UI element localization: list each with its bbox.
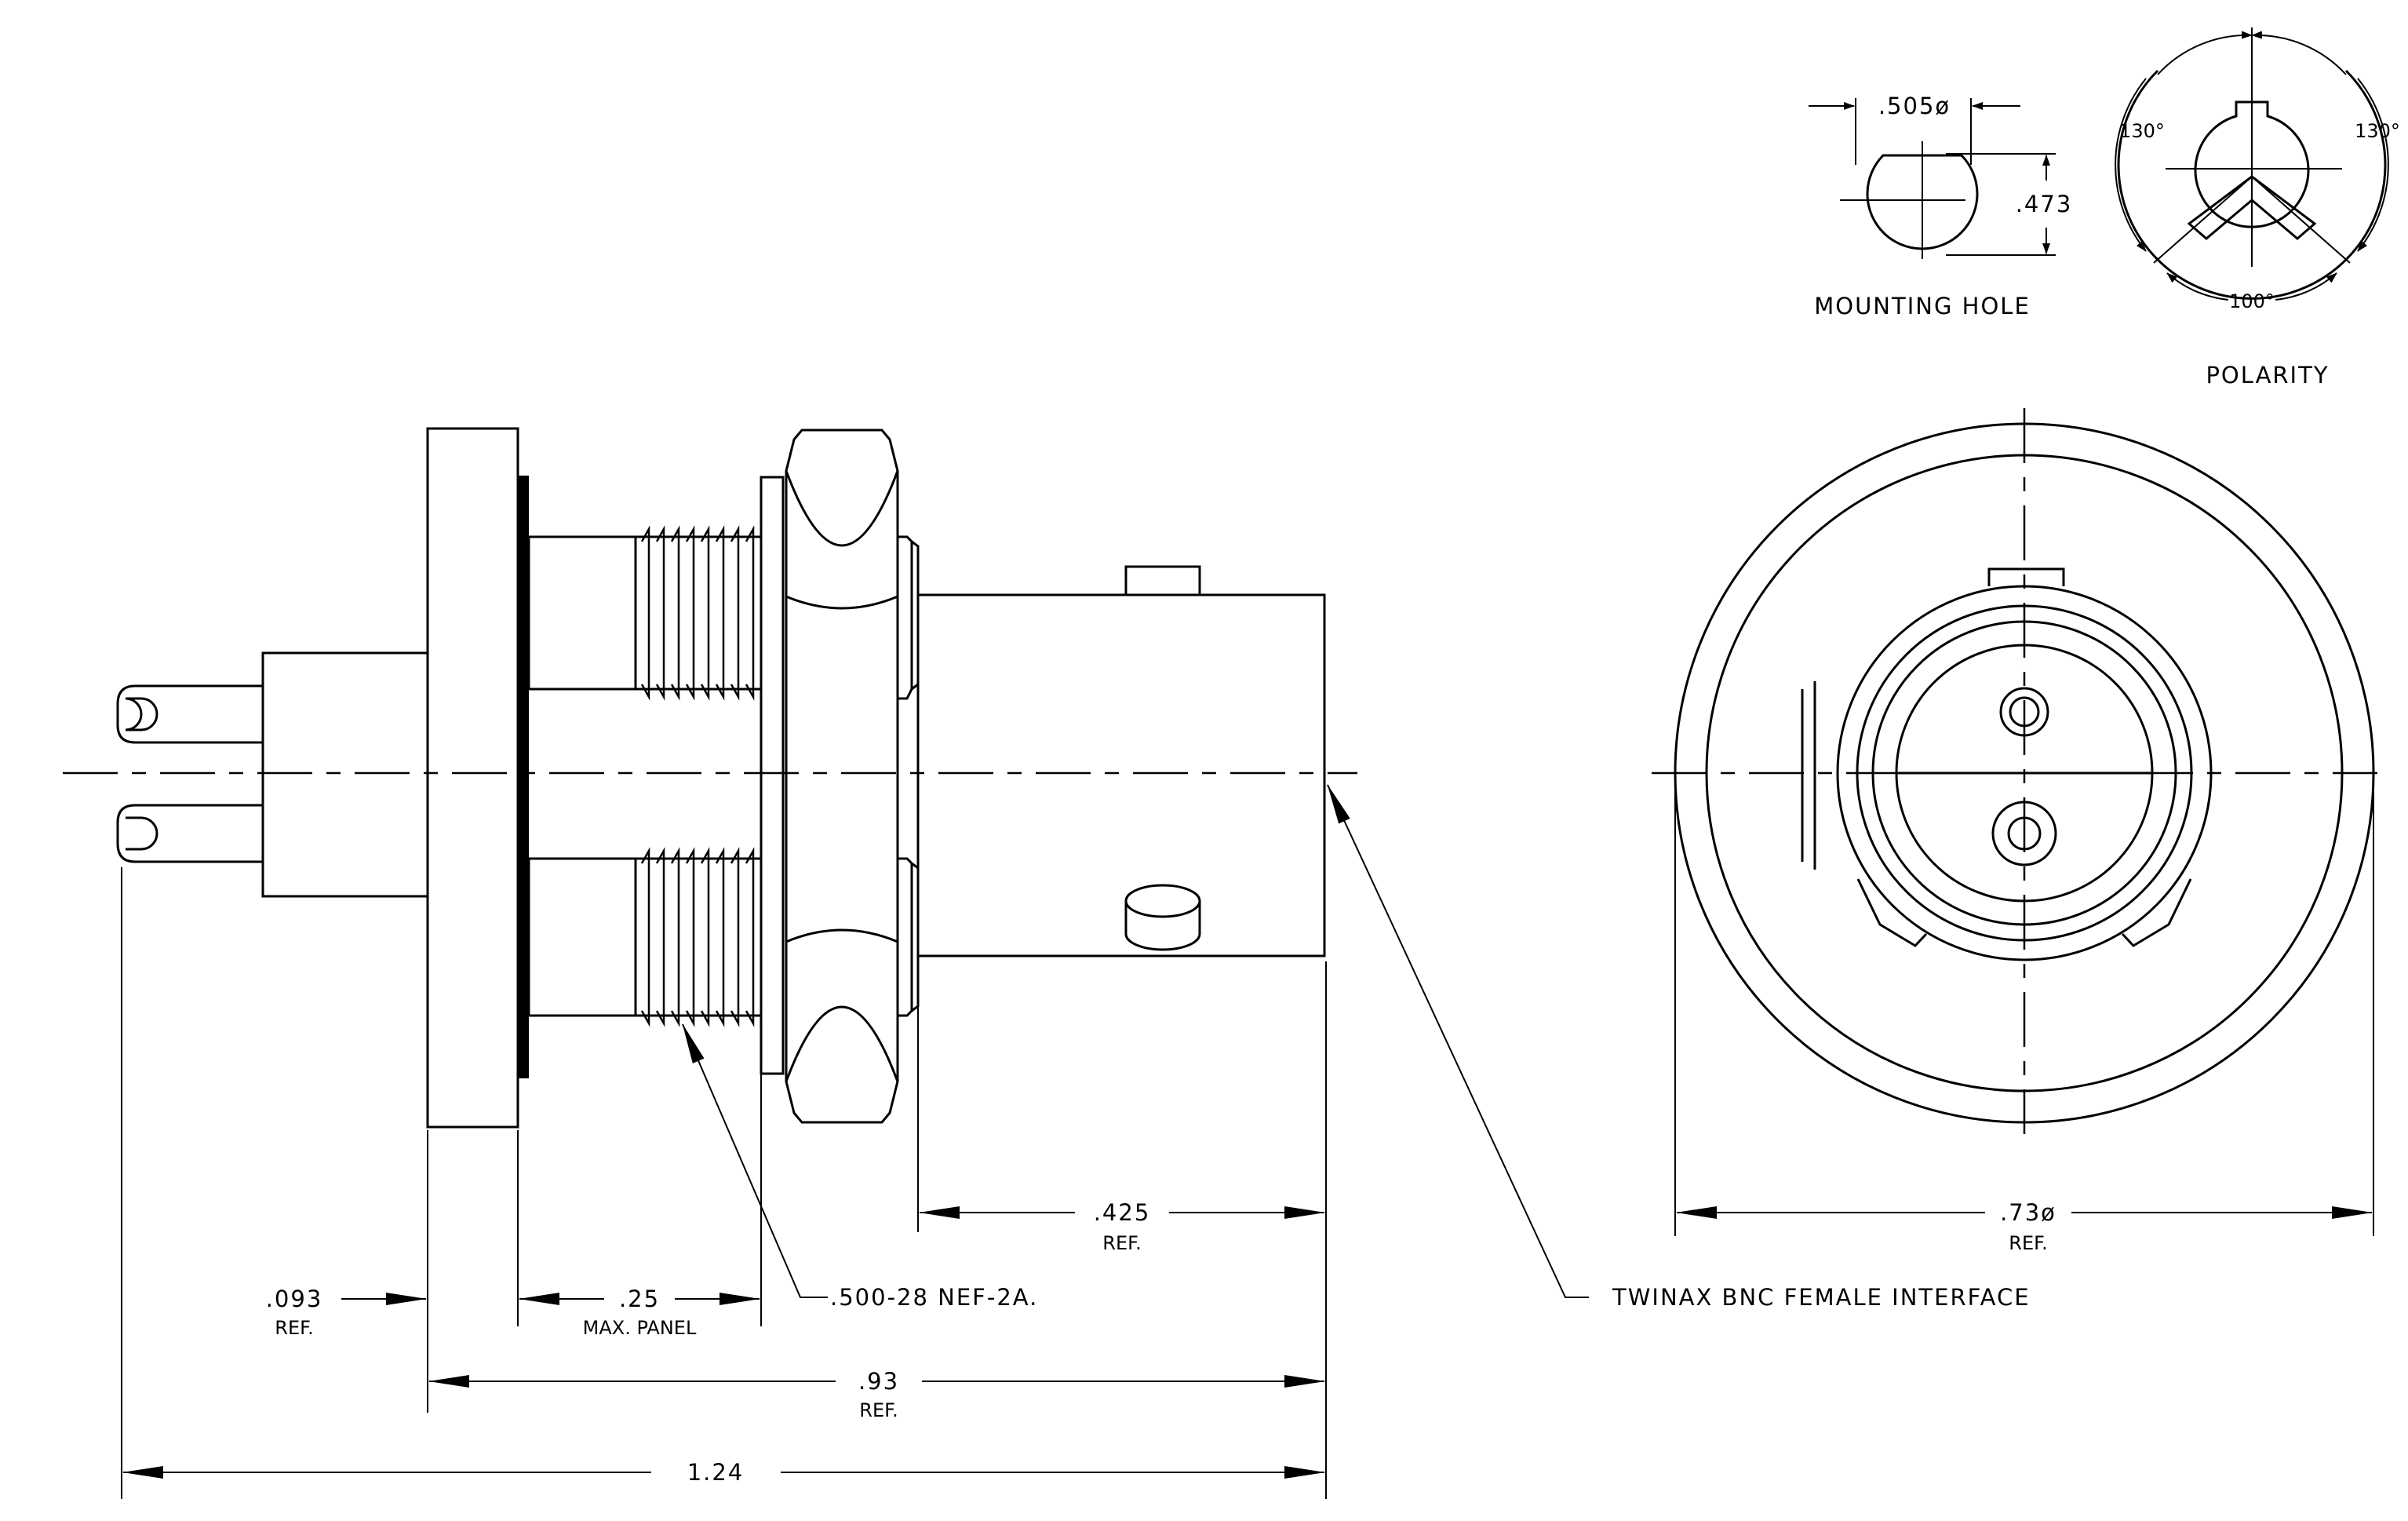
- threaded-barrel: [527, 525, 761, 1027]
- mounting-hole-title: MOUNTING HOLE: [1814, 293, 2031, 319]
- thread-ridge: [640, 525, 650, 701]
- rear-body: [261, 651, 429, 898]
- thread-ridge: [685, 525, 695, 701]
- thread-ridge: [730, 525, 740, 701]
- dim-mid-len: .93: [858, 1368, 899, 1395]
- thread-ridge: [640, 847, 650, 1027]
- front-thread: [898, 535, 920, 1017]
- thread-ridge: [655, 847, 665, 1027]
- thread-ridge: [700, 525, 710, 701]
- angle-right: 130°: [2355, 120, 2400, 142]
- side-view: [63, 427, 1357, 1129]
- dim-panel: .25: [619, 1286, 660, 1312]
- thread-ridge: [655, 525, 665, 701]
- dim-body-len: .425: [1094, 1199, 1151, 1226]
- outer-circle: [1674, 422, 2375, 1124]
- thread-ridge: [670, 847, 680, 1027]
- contact-bottom: [1991, 801, 2057, 866]
- dim-mid-len-ref: REF.: [859, 1399, 898, 1421]
- thread-ridge: [685, 847, 695, 1027]
- front-view: [1652, 408, 2377, 1134]
- lock-washer: [760, 476, 785, 1075]
- body-circle: [1705, 454, 2344, 1092]
- contact-top: [1999, 687, 2049, 737]
- thread-ridge: [730, 847, 740, 1027]
- thread-ridge: [745, 525, 755, 701]
- dim-flange-thk-ref: REF.: [275, 1317, 313, 1339]
- thread-ridge: [715, 525, 725, 701]
- bayonet-stud-top: [1124, 565, 1201, 596]
- interface-label: TWINAX BNC FEMALE INTERFACE: [1612, 1284, 2031, 1311]
- gasket: [518, 476, 529, 1078]
- solder-pins: [116, 684, 263, 863]
- thread-ridge: [715, 847, 725, 1027]
- dim-body-len-ref: REF.: [1102, 1232, 1141, 1254]
- dim-overall-len: 1.24: [687, 1459, 745, 1486]
- side-dimensions: .425 REF. .093 REF. .25 MAX. PANEL .500-…: [121, 784, 2031, 1499]
- flange: [426, 427, 519, 1129]
- bayonet-stud-side: [1124, 884, 1201, 951]
- angle-bottom: 100°: [2229, 290, 2275, 312]
- thread-ridge: [670, 525, 680, 701]
- thread-ridge: [700, 847, 710, 1027]
- bayonet-ring: [1836, 585, 2213, 961]
- dim-hole-dia: .505ø: [1878, 93, 1951, 119]
- dim-flange-thk: .093: [266, 1286, 323, 1312]
- mounting-hole-view: .505ø .473 MOUNTING HOLE: [1809, 93, 2073, 319]
- dim-panel-note: MAX. PANEL: [583, 1317, 697, 1339]
- dim-hole-flat: .473: [2016, 191, 2073, 217]
- front-dimensions: .73ø REF.: [1674, 781, 2374, 1254]
- thread-ridge: [745, 847, 755, 1027]
- front-barrel: [916, 593, 1326, 957]
- angle-left: 130°: [2119, 120, 2165, 142]
- polarity-title: POLARITY: [2206, 362, 2329, 388]
- dim-face-dia-ref: REF.: [2009, 1232, 2047, 1254]
- polarity-view: 130° 130° 100° POLARITY: [2115, 27, 2400, 388]
- dim-face-dia: .73ø: [2000, 1199, 2056, 1226]
- hex-nut: [785, 429, 899, 1124]
- thread-spec-label: .500-28 NEF-2A.: [830, 1284, 1038, 1311]
